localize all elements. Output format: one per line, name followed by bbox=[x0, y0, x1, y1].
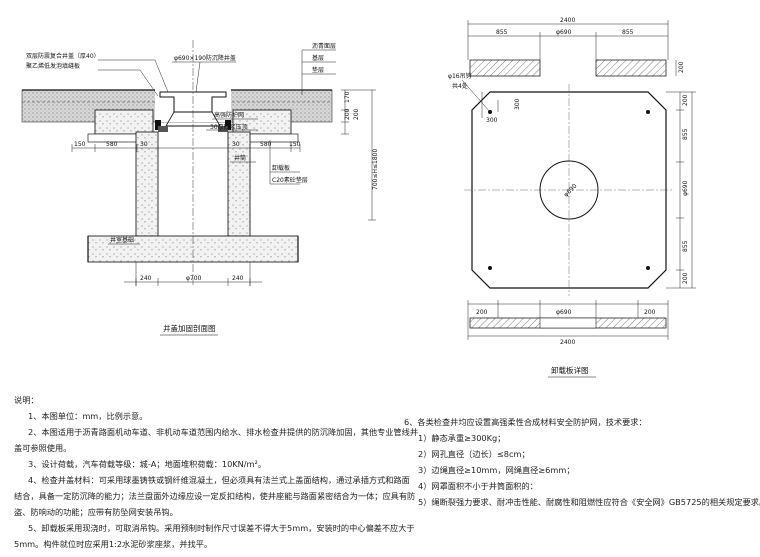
plate-dim-right-855b: 855 bbox=[682, 240, 689, 252]
req-3: 3）边绳直径≥10mm，网绳直径≥6mm； bbox=[418, 465, 575, 475]
callout-manhole-cover: φ690×190防沉降井盖 bbox=[174, 54, 236, 62]
callout-pe-foam: 聚乙烯低发泡填缝板 bbox=[26, 62, 80, 70]
req-4: 4）网罩面积不小于井筒面积的： bbox=[418, 481, 538, 491]
callout-c20: C20素砼垫层 bbox=[272, 176, 308, 184]
plate-dim-bot-total: 2400 bbox=[560, 339, 575, 346]
plate-dim-top-total: 2400 bbox=[560, 17, 575, 24]
req-5: 5）绳断裂强力要求、耐冲击性能、耐腐性和阻燃性应符合《安全网》GB5725的相关… bbox=[418, 497, 760, 507]
dim-580b: 580 bbox=[260, 141, 272, 148]
plate-center-hole bbox=[539, 160, 599, 220]
lifting-hook-icon bbox=[488, 266, 492, 270]
callout-load-plate: 卸载板 bbox=[272, 164, 290, 172]
lifting-hook-icon bbox=[646, 266, 650, 270]
notes-heading: 说明： bbox=[14, 395, 39, 405]
dim-200a: 200 bbox=[344, 108, 351, 120]
plate-drawing: 2400 855 φ690 855 200 φ690 φ16吊钩 共4处 300… bbox=[448, 17, 696, 378]
note-4b: 结合，具备一定防沉降的能力；法兰盘面外边缘应设一定反扣结构，使井座能与路面紧密结… bbox=[14, 491, 416, 501]
plate-section-left bbox=[469, 59, 541, 77]
plate-dim-left-300a: 300 bbox=[514, 98, 521, 110]
note-1: 1、本图单位：mm，比例示意。 bbox=[28, 411, 148, 421]
section-drawing: 双层防震复合井盖（厚40） 聚乙烯低发泡填缝板 φ690×190防沉降井盖 沥青… bbox=[21, 40, 379, 336]
lifting-hook-icon bbox=[646, 110, 650, 114]
dim-30a: 30 bbox=[140, 141, 148, 148]
callout-base: 基层 bbox=[312, 54, 324, 62]
dim-150a: 150 bbox=[74, 141, 86, 148]
callout-cushion: 垫层 bbox=[312, 66, 324, 74]
plate-dim-bot-200a: 200 bbox=[476, 309, 488, 316]
plate-dim-top-right: 855 bbox=[622, 29, 634, 36]
note-4a: 4、检查井盖材料：可采用球墨铸铁或钢纤维混凝土，但必须具有法兰式上盖面结构，通过… bbox=[28, 475, 410, 485]
dim-240a: 240 bbox=[140, 275, 152, 282]
dim-580a: 580 bbox=[106, 141, 118, 148]
callout-asphalt: 沥青面层 bbox=[312, 42, 336, 50]
plate-dim-bot-690: φ690 bbox=[556, 309, 572, 316]
safety-net-notes: 6、各类检查井均应设置高强柔性合成材料安全防护网，技术要求： 1）静态承重≥30… bbox=[404, 414, 760, 510]
plate-dim-left-300b: 300 bbox=[486, 117, 498, 124]
plate-dim-top-mid: φ690 bbox=[556, 29, 572, 36]
dim-200b: 200 bbox=[353, 108, 360, 120]
note-3: 3、设计荷载，汽车荷载等级：城-A；地面堆积荷载：10KN/m²。 bbox=[28, 459, 267, 469]
plate-hook-label-1: φ16吊钩 bbox=[448, 72, 472, 80]
note-4c: 盗、防响动的功能；应带有防坠网安装吊钩。 bbox=[14, 507, 178, 517]
section-title: 井盖加固剖面图 bbox=[163, 323, 216, 333]
plate-section-right bbox=[595, 59, 667, 77]
callout-composite-cover: 双层防震复合井盖（厚40） bbox=[26, 52, 100, 60]
plate-dim-right-200a: 200 bbox=[682, 94, 689, 106]
dim-170: 170 bbox=[344, 91, 351, 103]
plate-dim-top-left: 855 bbox=[496, 29, 508, 36]
note-6: 6、各类检查井均应设置高强柔性合成材料安全防护网，技术要求： bbox=[404, 417, 647, 427]
callout-hs-net: 高强防护网 bbox=[214, 111, 244, 119]
dim-700: φ700 bbox=[186, 275, 202, 282]
plate-dim-bot-200b: 200 bbox=[644, 309, 656, 316]
plate-hook-label-2: 共4处 bbox=[452, 82, 468, 90]
design-notes: 说明： 1、本图单位：mm，比例示意。 2、本图适用于沥青路面机动车道、非机动车… bbox=[14, 392, 419, 552]
req-2: 2）网孔直径（边长）≤8cm； bbox=[418, 449, 530, 459]
note-5b: 5mm。构件就位时应采用1:2水泥砂浆座浆，并找平。 bbox=[14, 539, 213, 549]
dim-240b: 240 bbox=[232, 275, 244, 282]
plate-dim-right-200b: 200 bbox=[682, 272, 689, 284]
dim-150b: 150 bbox=[289, 141, 301, 148]
plate-dim-right-690: φ690 bbox=[682, 180, 689, 196]
dim-30b: 30 bbox=[232, 141, 240, 148]
callout-shaft: 井筒 bbox=[234, 154, 246, 162]
note-2b: 盖可参照使用。 bbox=[14, 443, 72, 453]
note-5a: 5、卸载板采用现浇时，可取消吊钩。采用预制时制作尺寸误差不得大于5mm，安装时的… bbox=[28, 523, 415, 533]
plate-dim-top-h: 200 bbox=[678, 61, 685, 73]
load-plate-left bbox=[94, 109, 154, 135]
dim-depth: 700≤H≤1800 bbox=[372, 149, 379, 190]
callout-mortar: 30厚砂浆压顶 bbox=[210, 123, 248, 131]
req-1: 1）静态承重≥300Kg； bbox=[418, 433, 506, 443]
plate-dim-right-855a: 855 bbox=[682, 128, 689, 140]
plate-title: 卸载板详图 bbox=[551, 365, 589, 375]
note-2a: 2、本图适用于沥青路面机动车道、非机动车道范围内给水、排水检查井提供的防沉降加固… bbox=[28, 427, 419, 437]
callout-foundation: 井室基础 bbox=[110, 236, 134, 244]
